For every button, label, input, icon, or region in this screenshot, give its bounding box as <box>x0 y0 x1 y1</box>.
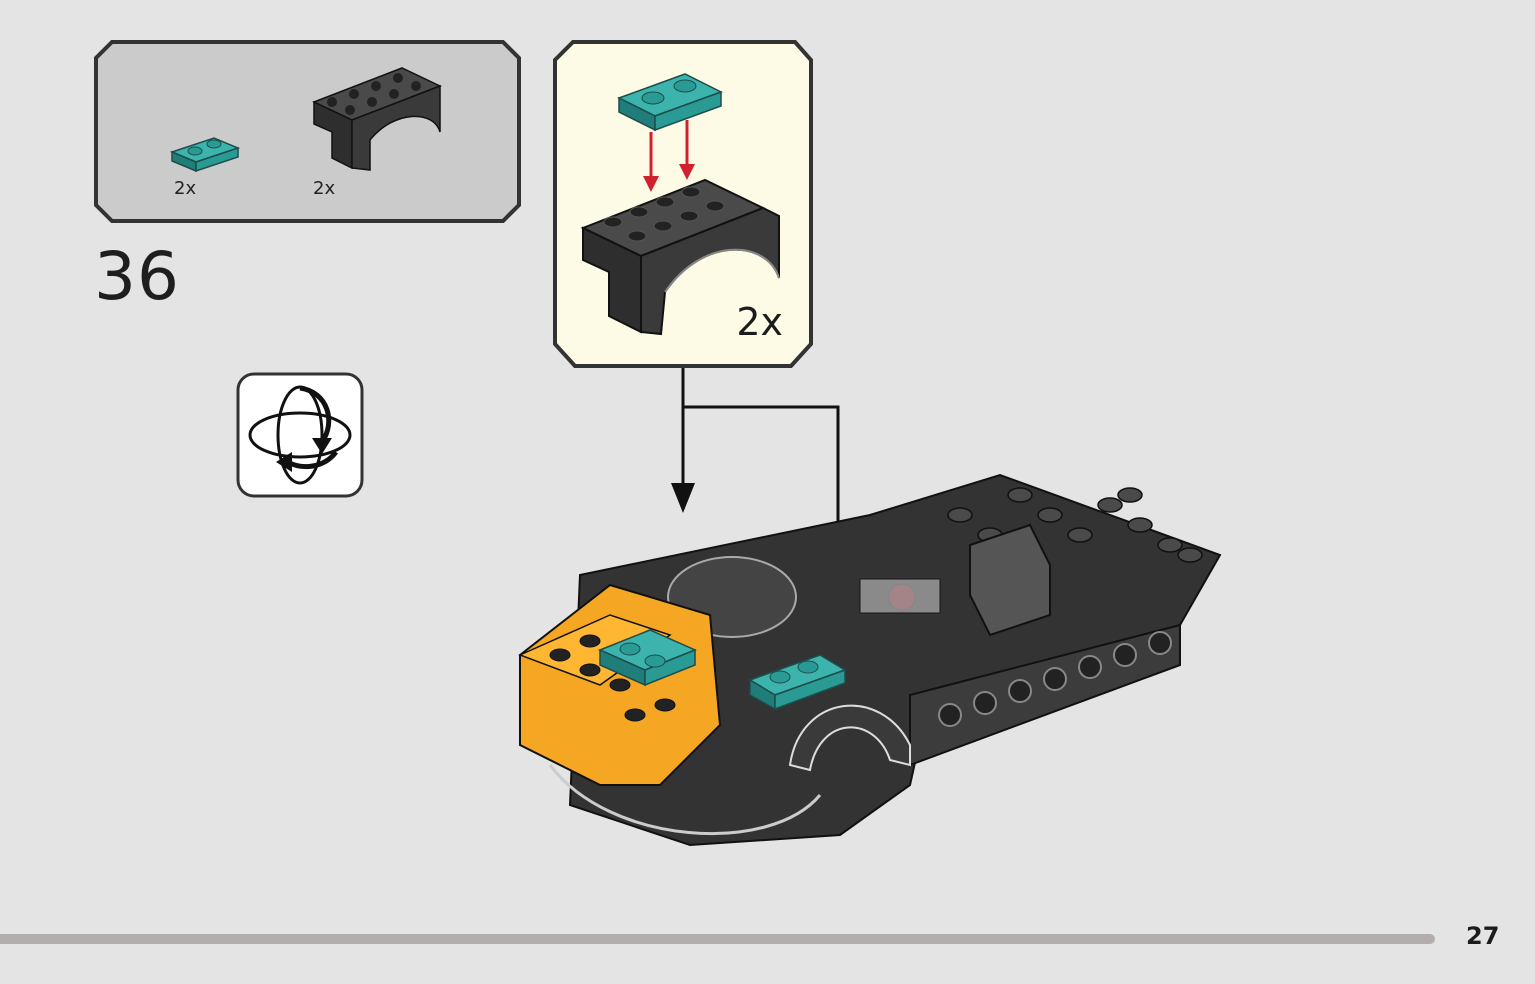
orange-front-section <box>518 583 722 786</box>
placement-arrow <box>643 120 695 192</box>
teal-plate-placed <box>598 629 697 687</box>
wheel-arch <box>548 764 822 836</box>
sub-assembly-callout: 2x <box>553 40 813 368</box>
black-arch-placed <box>788 704 911 772</box>
step-number: 36 <box>94 238 180 315</box>
parts-list-box: 2x 2x <box>94 40 521 223</box>
assembly-arrowhead <box>671 483 695 513</box>
part-count: 2x <box>313 178 336 199</box>
black-arch-part <box>312 67 442 171</box>
teal-plate-part <box>617 73 723 132</box>
sub-assembly-multiplier: 2x <box>736 300 783 344</box>
black-arch-part <box>580 178 780 336</box>
page-number: 27 <box>1466 922 1500 950</box>
teal-plate-placed <box>748 654 847 711</box>
teal-plate-part <box>169 137 241 173</box>
part-count: 2x <box>174 178 197 199</box>
rotate-model-icon <box>236 372 364 498</box>
footer-progress-bar <box>0 934 1435 944</box>
car-model-illustration <box>490 365 1250 885</box>
